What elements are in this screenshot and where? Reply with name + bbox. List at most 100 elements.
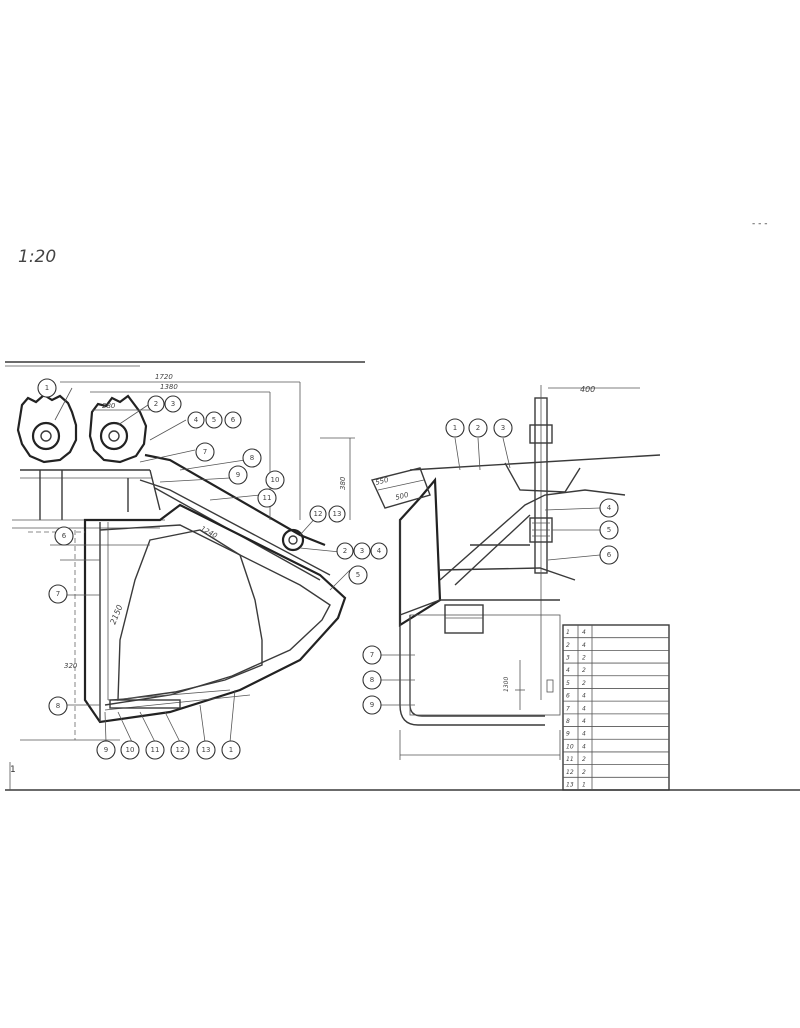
tilted-box bbox=[371, 467, 431, 509]
left-view-part-callouts: 1 2 3 4 5 6 7 8 9 10 11 12 13 2 3 4 5 6 … bbox=[37, 378, 388, 760]
parts-row-number: 5 bbox=[566, 680, 570, 687]
svg-text:6: 6 bbox=[607, 551, 612, 559]
parts-row-qty: 4 bbox=[582, 731, 586, 738]
svg-text:7: 7 bbox=[370, 651, 374, 659]
parts-row-number: 13 bbox=[566, 781, 574, 788]
svg-text:1: 1 bbox=[229, 746, 233, 754]
callout-bubble: 6 bbox=[54, 526, 74, 546]
bucket-shell bbox=[83, 503, 347, 724]
callout-bubble: 13 bbox=[196, 740, 216, 760]
parts-row-qty: 2 bbox=[582, 680, 586, 687]
callout-bubble: 8 bbox=[242, 448, 262, 468]
callout-bubble: 3 bbox=[164, 395, 182, 413]
right-view-bucket-front bbox=[371, 385, 661, 760]
dim-lower: 320 bbox=[64, 662, 78, 670]
callout-bubble: 5 bbox=[348, 565, 368, 585]
svg-text:12: 12 bbox=[314, 510, 323, 518]
callout-bubble: 4 bbox=[187, 411, 205, 429]
parts-row-qty: 4 bbox=[582, 629, 586, 636]
parts-row-qty: 4 bbox=[582, 693, 586, 700]
svg-text:6: 6 bbox=[231, 416, 236, 424]
parts-row-number: 11 bbox=[566, 756, 574, 763]
callout-bubble: 5 bbox=[599, 520, 619, 540]
callout-bubble: 7 bbox=[195, 442, 215, 462]
dim-mid: 1240 bbox=[199, 525, 219, 541]
corner-mark: 1 bbox=[10, 765, 16, 775]
right-view-part-callouts: 1 2 3 4 5 6 7 8 9 bbox=[362, 418, 619, 715]
top-right-marks: - - - bbox=[752, 219, 767, 229]
svg-text:10: 10 bbox=[126, 746, 135, 754]
svg-text:5: 5 bbox=[356, 571, 360, 579]
callout-bubble: 2 bbox=[468, 418, 488, 438]
dim-top-1: 1720 bbox=[155, 373, 173, 381]
callout-bubble: 10 bbox=[120, 740, 140, 760]
callout-bubble: 9 bbox=[362, 695, 382, 715]
svg-text:3: 3 bbox=[501, 424, 505, 432]
parts-row-qty: 2 bbox=[582, 769, 586, 776]
dim-top-2: 1380 bbox=[160, 383, 178, 391]
callout-bubble: 13 bbox=[328, 505, 346, 523]
svg-text:6: 6 bbox=[62, 532, 67, 540]
svg-text:12: 12 bbox=[176, 746, 185, 754]
svg-text:8: 8 bbox=[250, 454, 254, 462]
parts-row-qty: 1 bbox=[582, 781, 586, 788]
parts-row-qty: 2 bbox=[582, 667, 586, 674]
svg-text:11: 11 bbox=[263, 494, 272, 502]
callout-bubble: 7 bbox=[48, 584, 68, 604]
callout-bubble: 5 bbox=[205, 411, 223, 429]
parts-row-qty: 4 bbox=[582, 743, 586, 750]
callout-bubble: 4 bbox=[370, 542, 388, 560]
callout-bubble: 8 bbox=[48, 696, 68, 716]
svg-text:8: 8 bbox=[370, 676, 374, 684]
right-dim-inner: 1300 bbox=[503, 677, 510, 692]
svg-text:5: 5 bbox=[607, 526, 611, 534]
callout-bubble: 6 bbox=[224, 411, 242, 429]
parts-row-qty: 4 bbox=[582, 718, 586, 725]
svg-text:3: 3 bbox=[360, 547, 364, 555]
parts-table-row: 13 1 bbox=[563, 776, 669, 788]
pivot-left bbox=[31, 421, 61, 451]
parts-row-number: 1 bbox=[566, 629, 570, 636]
callout-bubble: 1 bbox=[221, 740, 241, 760]
svg-text:4: 4 bbox=[607, 504, 612, 512]
parts-row-number: 7 bbox=[566, 705, 570, 712]
svg-text:7: 7 bbox=[56, 590, 60, 598]
svg-text:9: 9 bbox=[370, 701, 374, 709]
svg-text:5: 5 bbox=[212, 416, 216, 424]
dim-side: 380 bbox=[339, 476, 347, 490]
right-dim-box-inner: 500 bbox=[394, 491, 410, 502]
svg-text:2: 2 bbox=[154, 400, 158, 408]
svg-text:2: 2 bbox=[343, 547, 347, 555]
parts-row-number: 2 bbox=[566, 642, 570, 649]
bucket-opening bbox=[117, 529, 263, 701]
callout-bubble: 3 bbox=[353, 542, 371, 560]
svg-text:9: 9 bbox=[104, 746, 108, 754]
callout-bubble: 10 bbox=[265, 470, 285, 490]
parts-row-number: 9 bbox=[566, 731, 570, 738]
gear-left bbox=[16, 393, 78, 464]
svg-text:1: 1 bbox=[45, 384, 49, 392]
dim-small-1: 280 bbox=[102, 402, 116, 410]
svg-text:8: 8 bbox=[56, 702, 60, 710]
svg-text:4: 4 bbox=[194, 416, 199, 424]
parts-row-qty: 4 bbox=[582, 705, 586, 712]
callout-bubble: 11 bbox=[145, 740, 165, 760]
callout-bubble: 12 bbox=[309, 505, 327, 523]
scale-label: 1:20 bbox=[18, 247, 56, 267]
right-dim-top: 400 bbox=[580, 385, 595, 394]
callout-bubble: 1 bbox=[445, 418, 465, 438]
arm-pin bbox=[281, 528, 305, 552]
svg-text:2: 2 bbox=[476, 424, 480, 432]
svg-text:3: 3 bbox=[171, 400, 175, 408]
parts-row-qty: 2 bbox=[582, 756, 586, 763]
